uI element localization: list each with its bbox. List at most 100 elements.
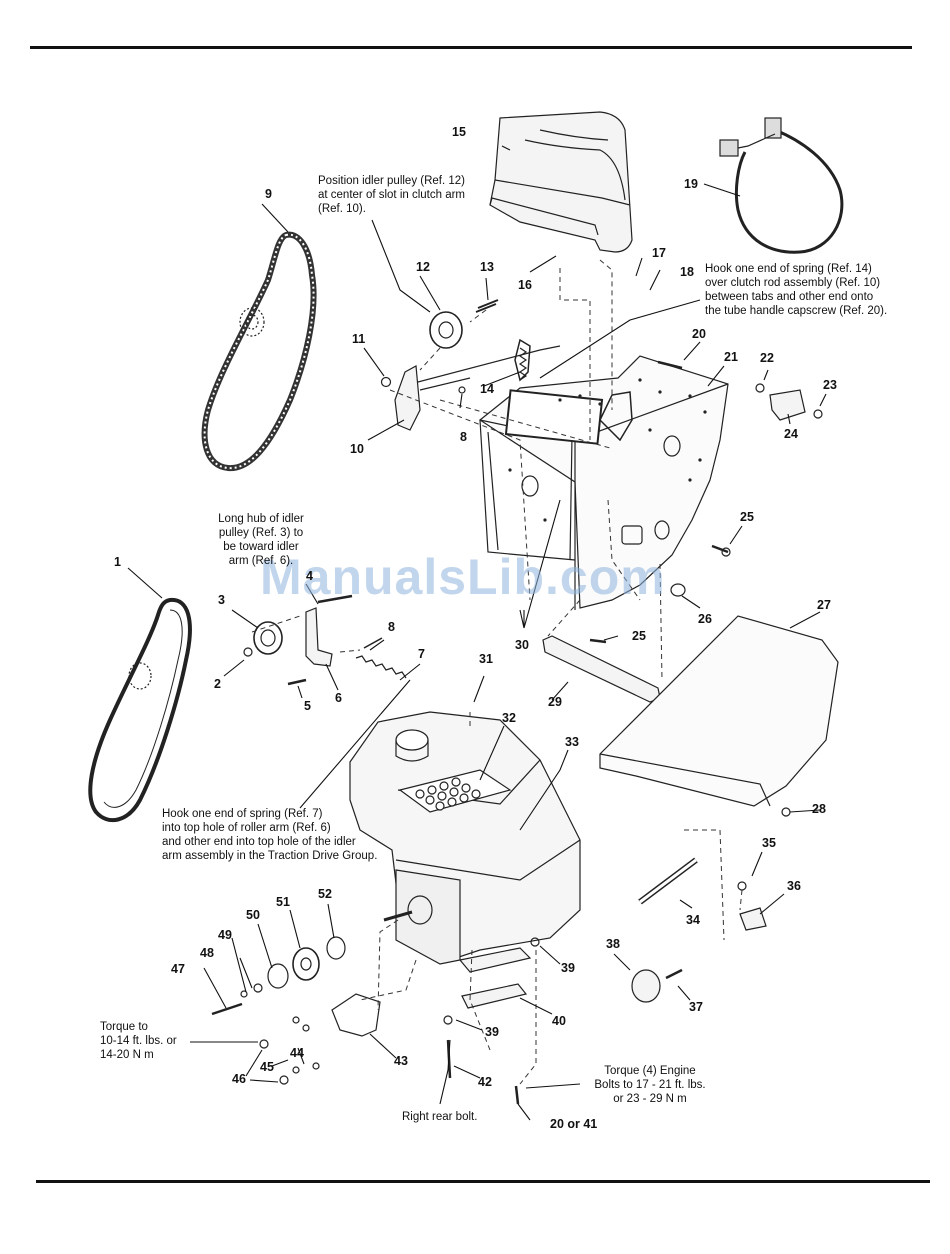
note-line: (Ref. 10). — [318, 203, 366, 215]
ref-9: 9 — [265, 187, 272, 201]
note-line: arm assembly in the Traction Drive Group… — [162, 850, 378, 862]
ref-32: 32 — [502, 711, 516, 725]
ref-22: 22 — [760, 351, 774, 365]
ref-31: 31 — [479, 652, 493, 666]
bracket-43 — [331, 993, 381, 1037]
note-line: into top hole of roller arm (Ref. 6) — [162, 822, 331, 834]
pulley-3 — [253, 621, 283, 655]
ref-29: 29 — [548, 695, 562, 709]
note-spring-7: Hook one end of spring (Ref. 7) into top… — [162, 807, 377, 863]
ref-7: 7 — [418, 647, 425, 661]
ref-12: 12 — [416, 260, 430, 274]
ref-28: 28 — [812, 802, 826, 816]
shield-15 — [489, 111, 633, 253]
ref-36: 36 — [787, 879, 801, 893]
ref-1: 1 — [114, 555, 121, 569]
bottom-rule — [36, 1180, 930, 1183]
note-line: 10-14 ft. lbs. or — [100, 1035, 177, 1047]
frame-21 — [478, 355, 729, 610]
ref-30: 30 — [515, 638, 529, 652]
note-line: 14-20 N m — [100, 1049, 154, 1061]
ref-52: 52 — [318, 887, 332, 901]
ref-35: 35 — [762, 836, 776, 850]
ref-17: 17 — [652, 246, 666, 260]
ref-25a: 25 — [740, 510, 754, 524]
ref-8a: 8 — [460, 430, 467, 444]
pulley-51 — [292, 947, 320, 981]
note-line: Torque to — [100, 1021, 148, 1033]
ref-16: 16 — [518, 278, 532, 292]
ref-47: 47 — [171, 962, 185, 976]
note-line: Torque (4) Engine — [604, 1065, 696, 1077]
note-torque-engine: Torque (4) Engine Bolts to 17 - 21 ft. l… — [582, 1064, 718, 1106]
ref-34: 34 — [686, 913, 700, 927]
belt-9 — [201, 231, 317, 472]
bracket-24 — [769, 389, 806, 421]
ref-25b: 25 — [632, 629, 646, 643]
note-line: Long hub of idler — [218, 513, 304, 525]
note-line: and other end into top hole of the idler — [162, 836, 356, 848]
note-line: Hook one end of spring (Ref. 14) — [705, 263, 872, 275]
spring-7 — [355, 655, 407, 679]
note-line: arm (Ref. 6). — [228, 555, 294, 567]
ref-13: 13 — [480, 260, 494, 274]
ref-38: 38 — [606, 937, 620, 951]
ref-20a: 20 — [692, 327, 706, 341]
ref-10: 10 — [350, 442, 364, 456]
ref-39a: 39 — [561, 961, 575, 975]
note-idler-pulley: Position idler pulley (Ref. 12) at cente… — [318, 174, 465, 216]
note-line: Hook one end of spring (Ref. 7) — [162, 808, 323, 820]
ref-48: 48 — [200, 946, 214, 960]
pulley-52 — [326, 936, 346, 960]
ref-46: 46 — [232, 1072, 246, 1086]
ref-24: 24 — [784, 427, 798, 441]
plate-29 — [542, 635, 661, 703]
watermark: ManualsLib.com — [260, 549, 666, 605]
ref-21: 21 — [724, 350, 738, 364]
note-line: between tabs and other end onto — [705, 291, 874, 303]
top-rule — [30, 46, 912, 49]
harness-19 — [734, 128, 844, 254]
note-torque-left: Torque to 10-14 ft. lbs. or 14-20 N m — [100, 1020, 177, 1062]
ref-51: 51 — [276, 895, 290, 909]
note-spring-14: Hook one end of spring (Ref. 14) over cl… — [705, 262, 887, 318]
note-line: pulley (Ref. 3) to — [218, 527, 304, 539]
note-line: at center of slot in clutch arm — [318, 189, 466, 201]
note-line: Bolts to 17 - 21 ft. lbs. — [594, 1079, 706, 1091]
ref-4: 4 — [306, 569, 313, 583]
note-line: the tube handle capscrew (Ref. 20). — [705, 305, 888, 317]
note-line: or 23 - 29 N m — [613, 1093, 687, 1105]
pulley-12 — [429, 311, 463, 349]
belt-1 — [88, 597, 192, 823]
note-line: be toward idler — [223, 541, 299, 553]
note-line: Position idler pulley (Ref. 12) — [318, 175, 466, 187]
ref-3: 3 — [218, 593, 225, 607]
ref-39b: 39 — [485, 1025, 499, 1039]
ref-49: 49 — [218, 928, 232, 942]
ref-50: 50 — [246, 908, 260, 922]
ref-20-or-41: 20 or 41 — [550, 1117, 598, 1131]
ref-37: 37 — [689, 1000, 703, 1014]
ref-11: 11 — [352, 332, 366, 346]
shield-27 — [599, 615, 839, 807]
ref-40: 40 — [552, 1014, 566, 1028]
ref-5: 5 — [304, 699, 311, 713]
ref-23: 23 — [823, 378, 837, 392]
spring-14 — [518, 347, 528, 381]
ref-42: 42 — [478, 1075, 492, 1089]
note-line: Right rear bolt. — [402, 1111, 478, 1123]
ref-26: 26 — [698, 612, 712, 626]
engine-33 — [349, 711, 581, 965]
ref-33: 33 — [565, 735, 579, 749]
ref-6: 6 — [335, 691, 342, 705]
ref-19: 19 — [684, 177, 698, 191]
ref-2: 2 — [214, 677, 221, 691]
ref-14: 14 — [480, 382, 494, 396]
note-right-rear-bolt: Right rear bolt. — [402, 1110, 477, 1124]
ref-8b: 8 — [388, 620, 395, 634]
ref-18: 18 — [680, 265, 694, 279]
ref-15: 15 — [452, 125, 466, 139]
pulley-50 — [267, 963, 289, 989]
ref-45: 45 — [260, 1060, 274, 1074]
note-long-hub: Long hub of idler pulley (Ref. 3) to be … — [212, 512, 310, 568]
